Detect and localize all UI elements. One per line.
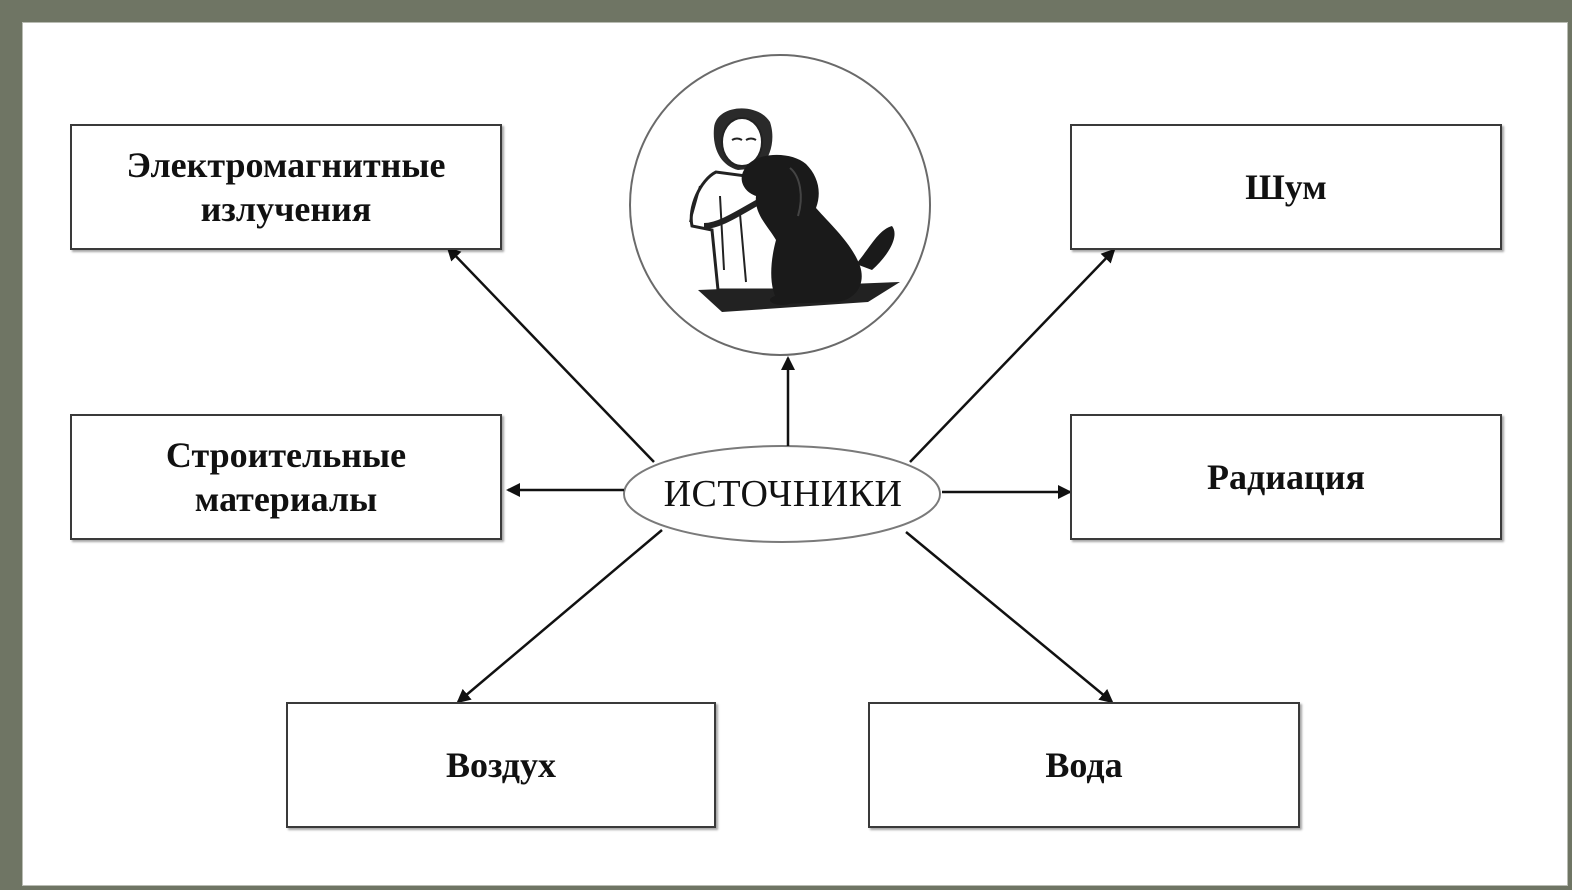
arrow-to-water	[905, 531, 1114, 704]
box-water-label: Вода	[1045, 745, 1123, 785]
box-radiation: Радиация	[1070, 414, 1502, 540]
box-building-materials: Строительные материалы	[70, 414, 502, 540]
woman-hugging-dog-icon	[689, 108, 900, 312]
box-noise-label: Шум	[1245, 167, 1327, 207]
box-air: Воздух	[286, 702, 716, 828]
arrow-to-noise	[909, 248, 1116, 463]
center-label: ИСТОЧНИКИ	[663, 473, 903, 515]
box-electromagnetic: Электромагнитные излучения	[70, 124, 502, 250]
box-building-materials-line1: Строительные	[165, 435, 407, 475]
box-noise: Шум	[1070, 124, 1502, 250]
box-air-label: Воздух	[445, 745, 557, 785]
box-electromagnetic-line1: Электромагнитные	[126, 145, 446, 185]
box-water: Вода	[868, 702, 1300, 828]
arrow-to-electromagnetic	[446, 246, 655, 463]
arrow-to-air	[456, 529, 663, 704]
box-building-materials-line2: материалы	[194, 479, 378, 519]
box-radiation-label: Радиация	[1207, 457, 1365, 497]
box-electromagnetic-line2: излучения	[200, 189, 372, 229]
center-ellipse	[623, 445, 941, 543]
